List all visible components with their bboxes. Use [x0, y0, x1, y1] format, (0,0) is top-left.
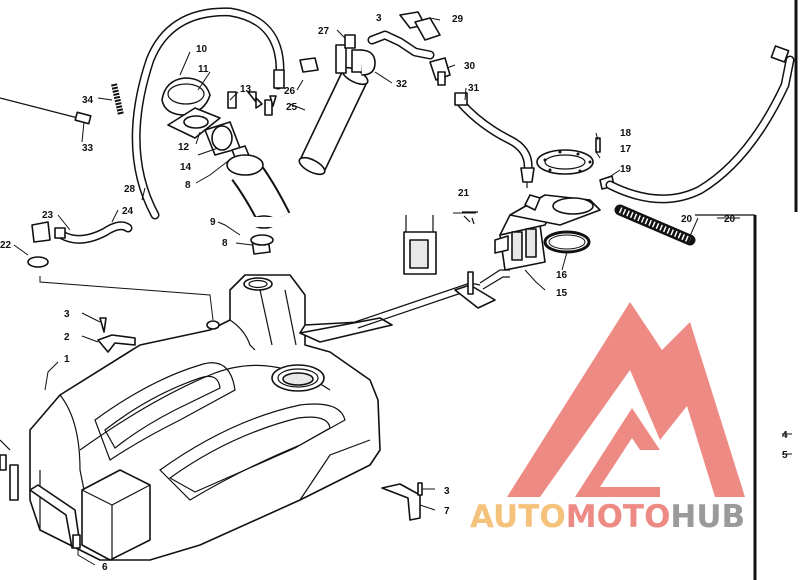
callout-27: 27 — [318, 26, 330, 37]
watermark-text-auto: AUTOMOTOHUB — [470, 499, 745, 535]
pump-seal-ring — [543, 230, 591, 254]
fuel-cap-assembly — [161, 77, 251, 163]
callout-6: 6 — [102, 562, 108, 573]
callout-17: 17 — [620, 144, 632, 155]
callout-31: 31 — [468, 83, 480, 94]
callout-20b: 20 — [724, 214, 736, 225]
callout-11: 11 — [198, 64, 209, 75]
callout-22: 22 — [0, 240, 12, 251]
small-fittings — [0, 34, 356, 549]
pump-lock-ring — [536, 137, 615, 190]
tank-bracket-left — [97, 317, 136, 353]
callout-30: 30 — [464, 61, 476, 72]
callout-25: 25 — [286, 102, 298, 113]
callout-8: 8 — [185, 180, 191, 191]
callout-7: 7 — [444, 506, 450, 517]
tank-bracket-right — [381, 482, 423, 521]
callout-32: 32 — [396, 79, 408, 90]
callout-5: 5 — [782, 450, 788, 461]
callout-2: 2 — [64, 332, 70, 343]
callout-1: 1 — [64, 354, 70, 365]
callout-8b: 8 — [222, 238, 228, 249]
callout-24: 24 — [122, 206, 134, 217]
callout-14: 14 — [180, 162, 192, 173]
fuel-filter — [298, 44, 376, 176]
fuel-hose-right — [605, 45, 795, 204]
callout-33: 33 — [82, 143, 94, 154]
filler-hose — [180, 154, 320, 255]
callout-19: 19 — [620, 164, 632, 175]
fuel-tank — [0, 274, 381, 561]
drain-rod-and-spring — [0, 83, 124, 125]
callout-26: 26 — [284, 86, 296, 97]
callout-9: 9 — [210, 217, 216, 228]
callout-28: 28 — [124, 184, 136, 195]
callout-18: 18 — [620, 128, 632, 139]
callout-3b: 3 — [444, 486, 450, 497]
filter-fittings — [367, 11, 451, 86]
callout-16: 16 — [556, 270, 568, 281]
callout-numbers: 1 2 3 3 3 4 5 6 7 8 8 9 10 11 12 13 14 1… — [0, 13, 788, 573]
callout-3c: 3 — [376, 13, 382, 24]
leader-lines — [13, 17, 792, 566]
vent-valve-parts — [27, 221, 133, 268]
fuel-pump-bracket-rail — [299, 269, 510, 343]
watermark-logo — [507, 302, 745, 497]
fuel-pump-assembly — [494, 194, 601, 271]
callout-4: 4 — [782, 430, 788, 441]
callout-29: 29 — [452, 14, 464, 25]
wire-connector — [403, 211, 478, 275]
callout-3: 3 — [64, 309, 70, 320]
callout-15: 15 — [556, 288, 568, 299]
callout-34: 34 — [82, 95, 94, 106]
vent-hose-28 — [131, 7, 285, 220]
callout-12: 12 — [178, 142, 190, 153]
fuel-hose-31 — [454, 92, 535, 188]
callout-23: 23 — [42, 210, 54, 221]
corrugated-vent-tube — [614, 204, 696, 246]
callout-20: 20 — [681, 214, 693, 225]
callout-10: 10 — [196, 44, 208, 55]
callout-13: 13 — [240, 84, 252, 95]
callout-21: 21 — [458, 188, 470, 199]
